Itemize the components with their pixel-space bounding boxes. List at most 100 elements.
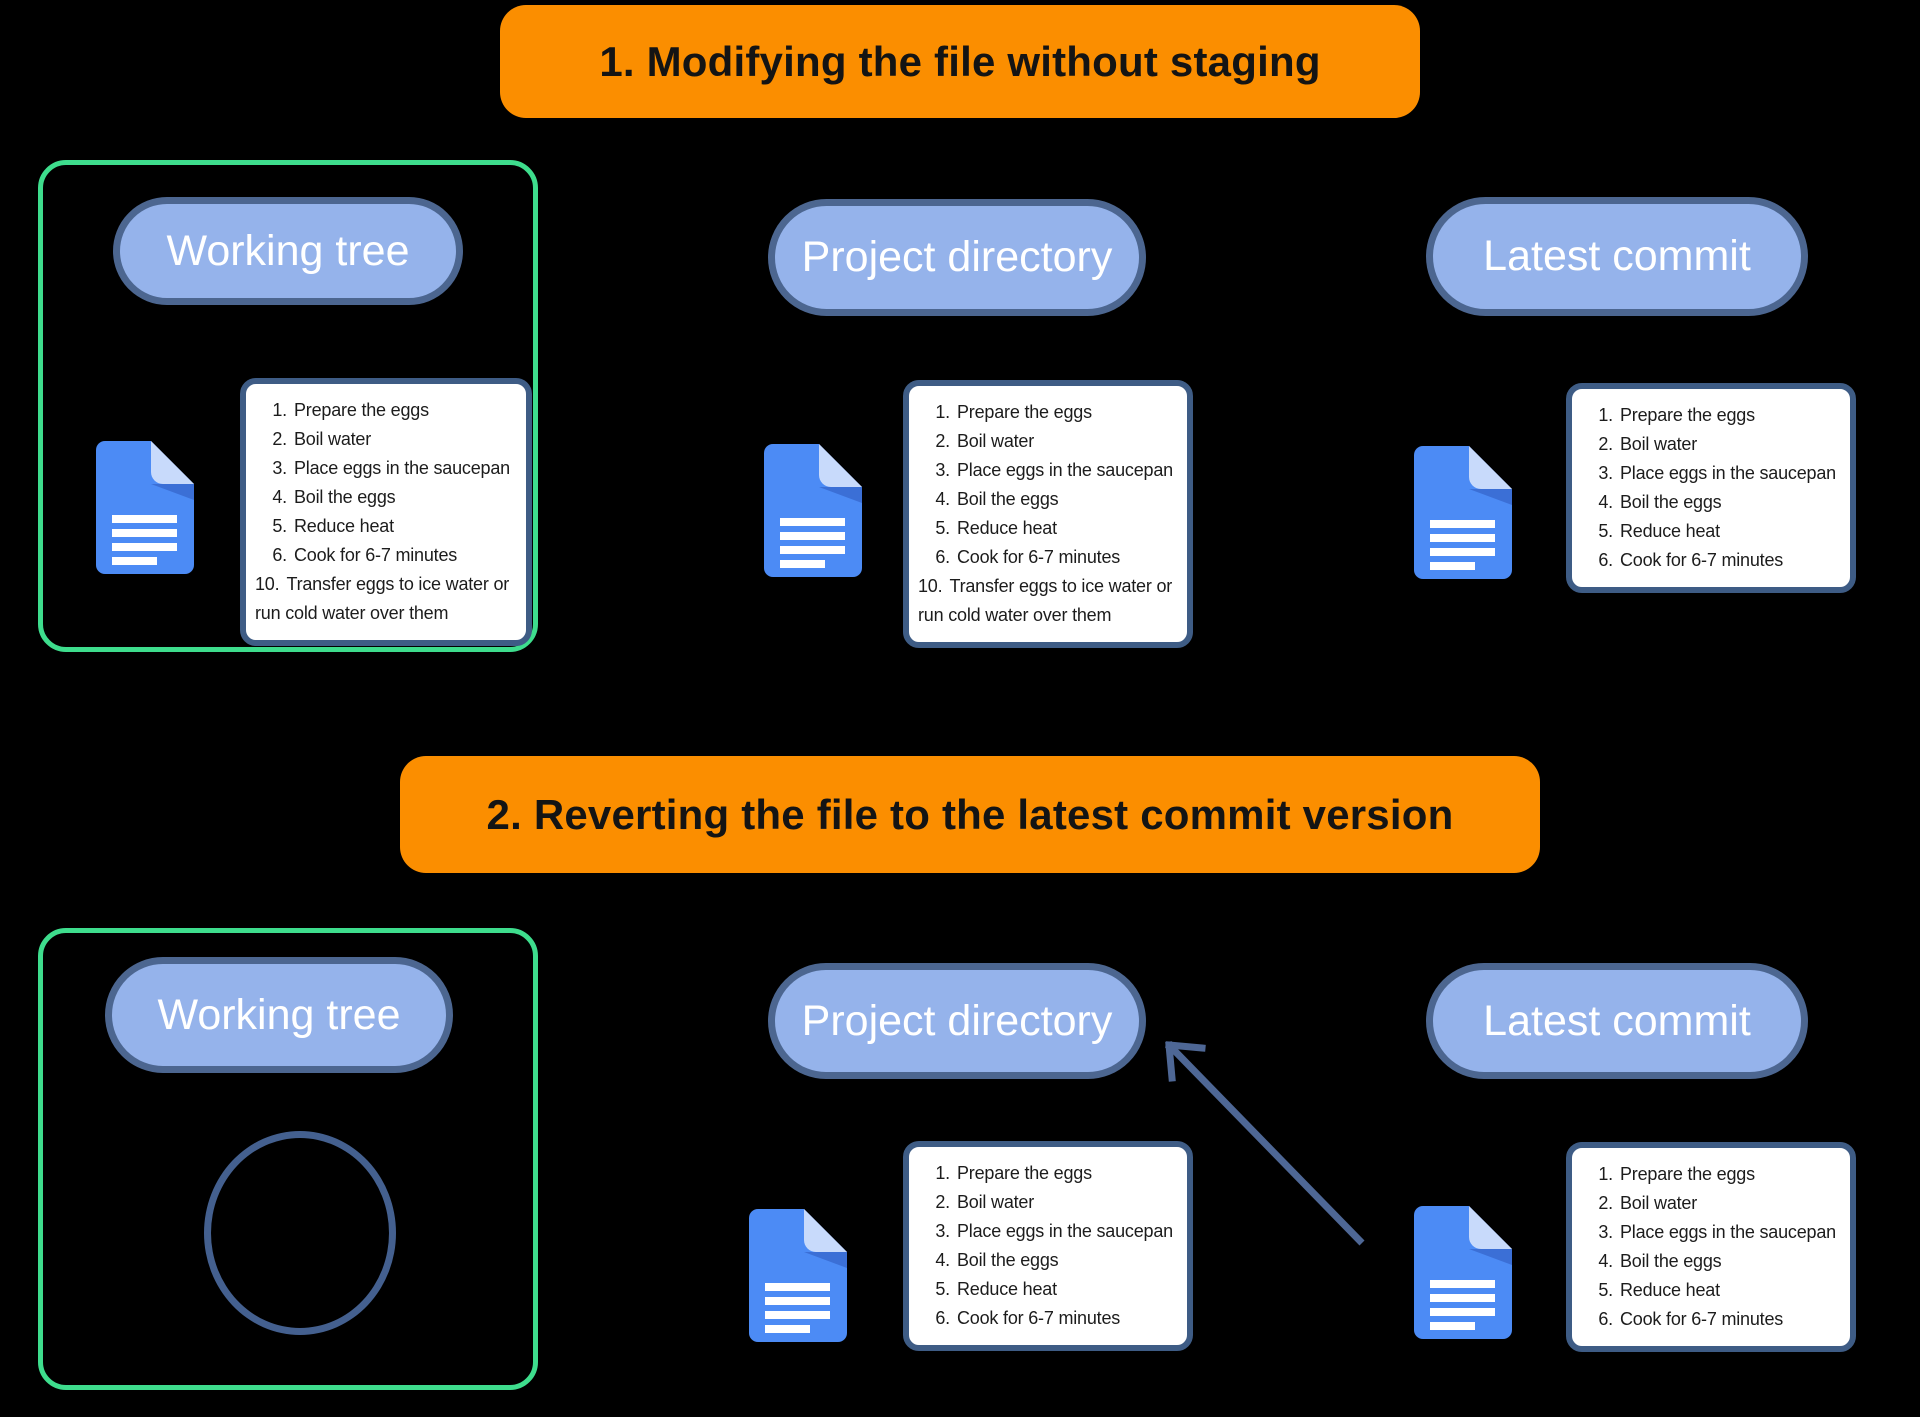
working-tree-box-2 — [38, 928, 538, 1390]
list-item: 4.Boil the eggs — [918, 1246, 1178, 1275]
list-item: 1. Prepare the eggs — [255, 396, 517, 425]
document-icon — [748, 1208, 848, 1343]
list-item-text: Cook for 6-7 minutes — [957, 547, 1121, 567]
list-item: 5.Reduce heat — [918, 514, 1178, 543]
list-item-number: 2. — [1598, 434, 1613, 454]
list-item: 1.Prepare the eggs — [1581, 1160, 1841, 1189]
list-item: 3.Place eggs in the saucepan — [918, 1217, 1178, 1246]
list-item-number: 6. — [935, 1308, 950, 1328]
working-tree-pill-1: Working tree — [113, 197, 463, 305]
revert-arrow-up-left-icon — [1165, 1041, 1365, 1246]
project-directory-label: Project directory — [801, 996, 1113, 1045]
list-item: run cold water over them — [255, 599, 517, 628]
list-item-text: Boil water — [957, 1192, 1035, 1212]
list-item: 4.Boil the eggs — [1581, 1247, 1841, 1276]
list-item-text: Boil water — [294, 429, 372, 449]
list-item: 6.Cook for 6-7 minutes — [255, 541, 517, 570]
list-item-text: Boil the eggs — [957, 489, 1059, 509]
list-item-text: Prepare the eggs — [957, 402, 1092, 422]
list-item-text: Place eggs in the saucepan — [294, 458, 510, 478]
list-item: 1. Prepare the eggs — [918, 398, 1178, 427]
list-item: 6. Cook for 6-7 minutes — [918, 1304, 1178, 1333]
list-item-number: 3. — [935, 460, 950, 480]
list-item-number: 6. — [1598, 1309, 1613, 1329]
list-item-text: Cook for 6-7 minutes — [294, 545, 458, 565]
list-item-number: 2. — [1598, 1193, 1613, 1213]
list-item-text: Boil water — [957, 431, 1035, 451]
file-content-card-project-directory: 1. Prepare the eggs 2. Boil water 3. Place eg… — [903, 380, 1193, 648]
list-item: 4. Boil the eggs — [1581, 488, 1841, 517]
list-item-number: 3. — [1598, 463, 1613, 483]
document-icon — [763, 443, 863, 578]
list-item: 6. Cook for 6-7 minutes — [918, 543, 1178, 572]
working-tree-box-1 — [38, 160, 538, 652]
list-item-text: Transfer eggs to ice water or — [286, 574, 510, 594]
list-item-text: Boil water — [1620, 1193, 1698, 1213]
list-item-number: 1. — [935, 1163, 950, 1183]
list-item-number: 4. — [272, 487, 287, 507]
project-directory-label: Project directory — [801, 233, 1113, 281]
file-content-card-latest-commit: 1.Prepare the eggs 2. Boil water 3. Place eg… — [1566, 1142, 1856, 1352]
list-item-number: 4. — [1598, 1251, 1613, 1271]
list-item: run cold water over them — [918, 601, 1178, 630]
list-item: 1. Prepare the eggs — [1581, 401, 1841, 430]
list-item-text: Transfer eggs to ice water or — [949, 576, 1173, 596]
project-directory-pill-2: Project directory — [768, 963, 1146, 1079]
list-item-number: 5. — [935, 1279, 950, 1299]
list-item: 4.Boil the eggs — [255, 483, 517, 512]
list-item-number: 3. — [1598, 1222, 1613, 1242]
list-item: 2. Boil water — [255, 425, 517, 454]
list-item-number: 2. — [935, 1192, 950, 1212]
list-item-text: Place eggs in the saucepan — [957, 460, 1173, 480]
document-icon — [1413, 1205, 1513, 1340]
list-item-number: 4. — [1598, 492, 1613, 512]
section-2-title: 2. Reverting the file to the latest comm… — [486, 790, 1454, 838]
list-item-number: 1. — [1598, 405, 1613, 425]
project-directory-pill-1: Project directory — [768, 199, 1146, 316]
list-item-text: run cold water over them — [918, 605, 1112, 625]
list-item-number: 5. — [1598, 1280, 1613, 1300]
list-item: 5.Reduce heat — [918, 1275, 1178, 1304]
list-item: 5. Reduce heat — [255, 512, 517, 541]
list-item: 10.Transfer eggs to ice water or — [255, 570, 517, 599]
section-2-banner: 2. Reverting the file to the latest comm… — [400, 756, 1540, 873]
document-icon — [95, 440, 195, 575]
list-item: 4. Boil the eggs — [918, 485, 1178, 514]
list-item: 6. Cook for 6-7 minutes — [1581, 1305, 1841, 1334]
list-item-text: Boil the eggs — [957, 1250, 1059, 1270]
list-item-number: 1. — [272, 400, 287, 420]
list-item-number: 4. — [935, 489, 950, 509]
list-item-text: Reduce heat — [294, 516, 394, 536]
list-item-number: 3. — [935, 1221, 950, 1241]
latest-commit-pill-2: Latest commit — [1426, 963, 1808, 1079]
list-item-text: Cook for 6-7 minutes — [957, 1308, 1121, 1328]
list-item-number: 5. — [1598, 521, 1613, 541]
list-item-number: 5. — [935, 518, 950, 538]
file-content-card-working-tree: 1. Prepare the eggs 2. Boil water 3.Place eg… — [240, 378, 532, 646]
list-item: 2.Boil water — [1581, 430, 1841, 459]
list-item: 3.Place eggs in the saucepan — [255, 454, 517, 483]
list-item-number: 1. — [1598, 1164, 1613, 1184]
list-item-number: 2. — [272, 429, 287, 449]
list-item-text: Cook for 6-7 minutes — [1620, 1309, 1784, 1329]
list-item-number: 6. — [935, 547, 950, 567]
list-item-text: Prepare the eggs — [294, 400, 429, 420]
list-item-text: Boil the eggs — [1620, 492, 1722, 512]
working-tree-label: Working tree — [157, 990, 401, 1039]
list-item-number: 1. — [935, 402, 950, 422]
list-item-text: run cold water over them — [255, 603, 449, 623]
list-item: 3. Place eggs in the saucepan — [918, 456, 1178, 485]
document-icon — [1413, 445, 1513, 580]
list-item-text: Place eggs in the saucepan — [1620, 1222, 1836, 1242]
section-1-banner: 1. Modifying the file without staging — [500, 5, 1420, 118]
list-item-number: 2. — [935, 431, 950, 451]
list-item-number: 5. — [272, 516, 287, 536]
list-item: 1.Prepare the eggs — [918, 1159, 1178, 1188]
list-item-text: Prepare the eggs — [1620, 405, 1755, 425]
latest-commit-label: Latest commit — [1483, 996, 1751, 1045]
list-item: 3. Place eggs in the saucepan — [1581, 1218, 1841, 1247]
list-item-text: Reduce heat — [1620, 521, 1720, 541]
working-tree-label: Working tree — [166, 226, 410, 275]
